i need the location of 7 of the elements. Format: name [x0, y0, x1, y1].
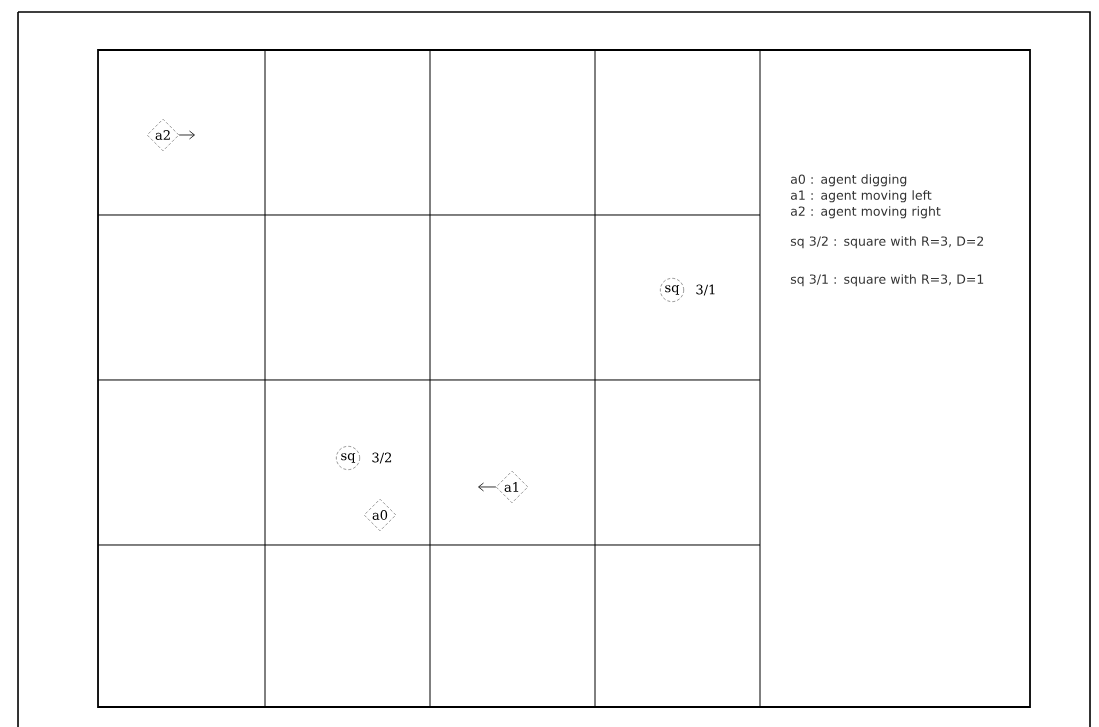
legend-text: sq 3/2 : square with R=3, D=2	[790, 236, 984, 249]
value-label: 3/2	[372, 452, 392, 464]
legend-text: a2 : agent moving right	[790, 206, 941, 219]
legend-text: a0 : agent digging	[790, 174, 907, 187]
value-label: 3/1	[696, 284, 715, 296]
legend-text: sq 3/1 : square with R=3, D=1	[790, 274, 984, 287]
legend-text: a1 : agent moving left	[790, 190, 932, 203]
